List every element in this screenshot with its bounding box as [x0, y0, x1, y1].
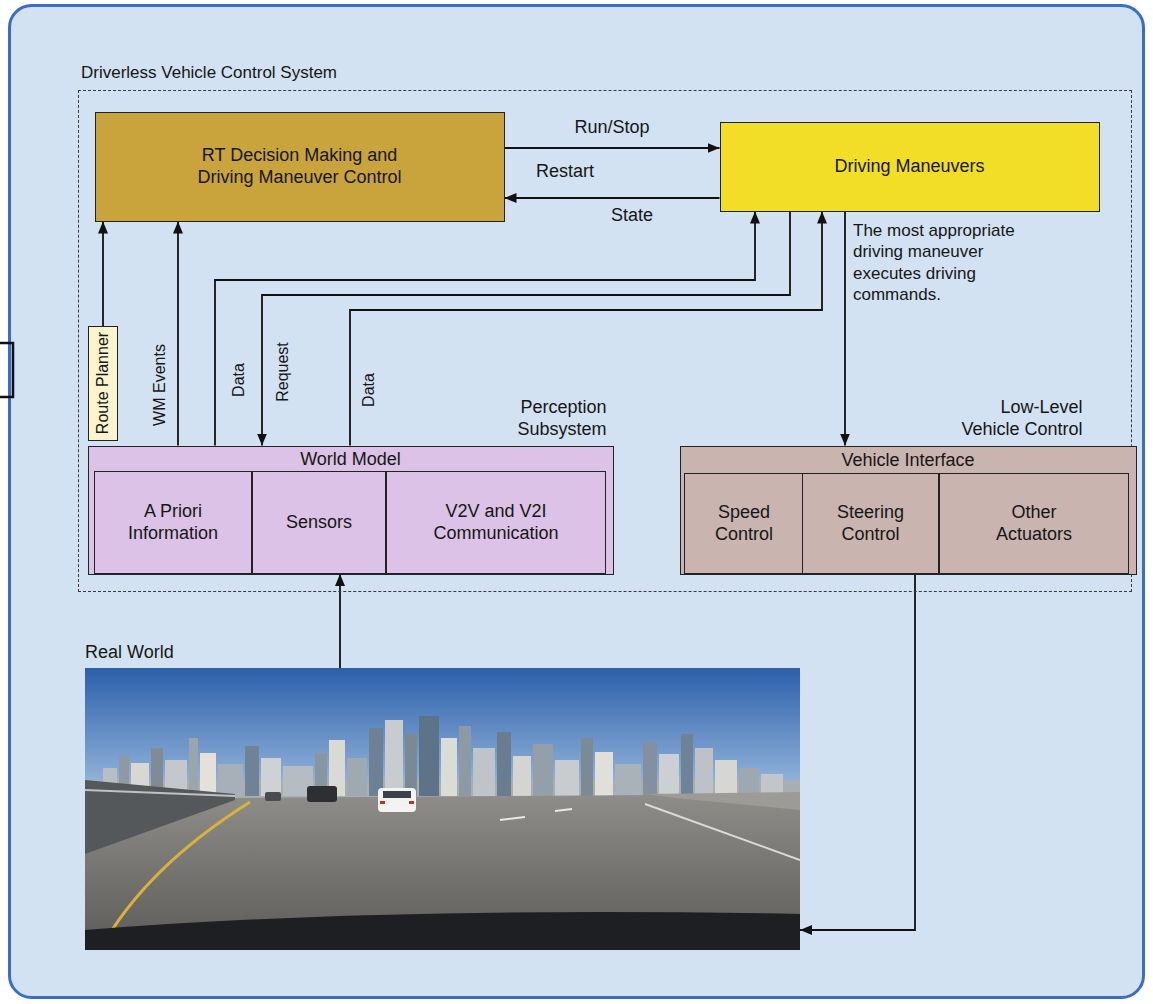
- building: [347, 758, 367, 796]
- real-world-frame: Real World: [85, 668, 800, 950]
- connector-arrow: [102, 222, 104, 327]
- maneuver-box: Driving Maneuvers: [720, 122, 1100, 212]
- building: [385, 720, 403, 796]
- building: [419, 716, 439, 796]
- building: [218, 764, 243, 796]
- vehicle-interface-box: Low-Level Vehicle ControlVehicle Interfa…: [680, 446, 1137, 575]
- tail-light: [380, 801, 385, 804]
- connector-arrow: [215, 212, 755, 446]
- source-cell: A Priori Information: [94, 471, 252, 574]
- box-label: A Priori Information: [103, 501, 243, 544]
- box-label: Route Planner: [93, 332, 112, 434]
- building: [473, 748, 495, 796]
- car: [378, 788, 416, 812]
- connector-arrow: [505, 197, 720, 199]
- box-label: Other Actuators: [974, 502, 1094, 545]
- box-heading: World Model: [89, 447, 613, 473]
- box-label: Steering Control: [811, 502, 931, 545]
- connector-arrow: [339, 574, 341, 668]
- building: [581, 738, 593, 796]
- world-model-box: Perception SubsystemWorld ModelA Priori …: [88, 446, 614, 575]
- rail-top: [85, 790, 235, 796]
- bridge-rail: [85, 780, 235, 854]
- building: [595, 752, 613, 796]
- actuator-cell: Speed Control: [684, 473, 804, 574]
- dashboard: [85, 912, 800, 950]
- edge-label: Request: [273, 342, 292, 402]
- edge-note: The most appropriate driving maneuver ex…: [853, 220, 1043, 305]
- building: [459, 726, 471, 796]
- building: [369, 728, 383, 796]
- box-label: Driving Maneuvers: [834, 156, 984, 178]
- building: [681, 734, 693, 796]
- system-boundary: Driverless Vehicle Control SystemRT Deci…: [78, 90, 1132, 592]
- building: [695, 748, 713, 796]
- source-cell: Sensors: [252, 471, 386, 574]
- planner-box: Route Planner: [88, 326, 118, 440]
- building: [555, 760, 579, 796]
- decision-box: RT Decision Making and Driving Maneuver …: [95, 112, 505, 222]
- building: [405, 734, 417, 796]
- building: [200, 753, 216, 796]
- building: [659, 754, 679, 796]
- box-label: Sensors: [286, 512, 352, 534]
- building: [441, 738, 457, 796]
- outer-panel: [10, 6, 1144, 998]
- connector-arrow: [505, 147, 720, 149]
- box-label: Speed Control: [692, 502, 796, 545]
- subsystem-title: Low-Level Vehicle Control: [943, 397, 1083, 440]
- car-window: [383, 791, 411, 798]
- source-cell: V2V and V2I Communication: [386, 471, 606, 574]
- building: [245, 746, 259, 796]
- building: [615, 764, 641, 796]
- box-heading: Vehicle Interface: [681, 447, 1136, 475]
- building: [533, 744, 553, 796]
- road-divider: [645, 792, 800, 810]
- edge-lane-line: [645, 804, 800, 860]
- building: [715, 760, 737, 796]
- building: [739, 768, 759, 796]
- edge-bracket: [0, 343, 13, 397]
- building: [513, 756, 531, 796]
- connector-arrow: [350, 212, 822, 446]
- building: [643, 742, 657, 796]
- building: [261, 758, 281, 796]
- lane-dash: [555, 809, 572, 811]
- subsystem-title: Perception Subsystem: [477, 397, 607, 440]
- street-photo: [85, 668, 800, 950]
- car: [265, 792, 281, 801]
- building: [497, 732, 511, 796]
- photo-title: Real World: [85, 642, 174, 664]
- building: [189, 738, 198, 796]
- actuator-cell: Other Actuators: [939, 473, 1129, 574]
- skyline: [85, 716, 800, 798]
- connector-arrow: [177, 222, 179, 446]
- connector-arrow: [262, 212, 790, 446]
- car: [307, 786, 337, 802]
- lane-dash: [500, 817, 525, 820]
- edge-label: State: [611, 205, 653, 227]
- box-label: V2V and V2I Communication: [396, 501, 596, 544]
- signal-label: Restart: [536, 161, 594, 183]
- edge-label: Data: [359, 373, 378, 407]
- edge-label: Run/Stop: [574, 117, 649, 139]
- box-label: RT Decision Making and Driving Maneuver …: [185, 145, 415, 188]
- system-title: Driverless Vehicle Control System: [81, 63, 337, 83]
- tail-light: [409, 801, 414, 804]
- road: [85, 794, 800, 950]
- connector-arrow: [800, 574, 915, 930]
- actuator-cell: Steering Control: [802, 473, 939, 574]
- edge-label: WM Events: [150, 344, 169, 426]
- edge-label: Data: [229, 363, 248, 397]
- connector-arrow: [844, 212, 846, 446]
- sky: [85, 668, 800, 803]
